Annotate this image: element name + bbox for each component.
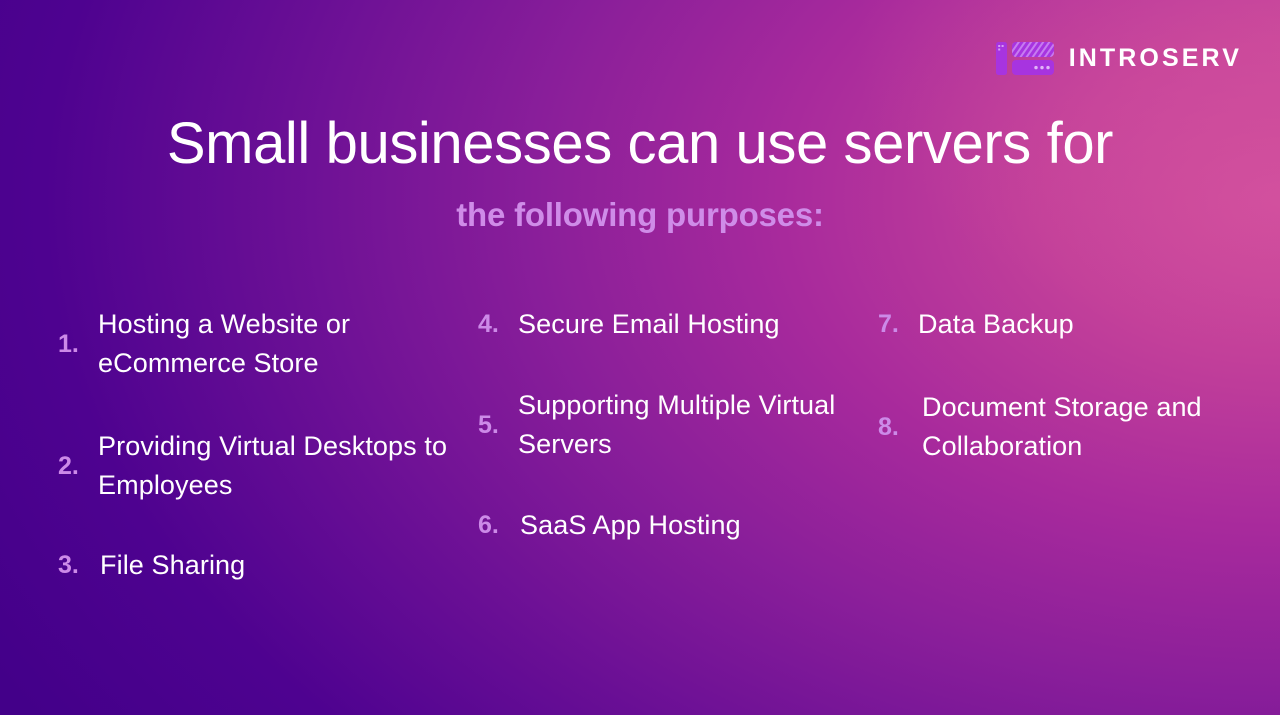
list-item: 5. Supporting Multiple Virtual Servers (478, 386, 870, 464)
list-item: 8. Document Storage and Collaboration (878, 388, 1280, 466)
list-item-number: 1. (58, 329, 79, 358)
list-item: 7. Data Backup (878, 305, 1280, 344)
logo-wordmark: INTROSERV (1068, 43, 1242, 72)
list-item-label: Data Backup (918, 309, 1074, 339)
list-column-1: 1. Hosting a Website or eCommerce Store … (0, 305, 470, 585)
list-column-3: 7. Data Backup 8. Document Storage and C… (870, 305, 1280, 466)
list-item-label: Document Storage and Collaboration (922, 392, 1202, 462)
introserv-is-monogram-icon (995, 42, 1054, 75)
list-item-label: Hosting a Website or eCommerce Store (98, 309, 351, 379)
slide-subtitle: the following purposes: (456, 196, 824, 233)
list-column-2: 4. Secure Email Hosting 5. Supporting Mu… (470, 305, 870, 546)
purposes-list: 1. Hosting a Website or eCommerce Store … (0, 305, 1280, 585)
list-item-number: 4. (478, 310, 499, 339)
introserv-logo[interactable]: INTROSERV (995, 38, 1242, 78)
list-item-label: File Sharing (100, 549, 246, 580)
list-item: 2. Providing Virtual Desktops to Employe… (58, 427, 470, 505)
list-item-number: 2. (58, 451, 79, 480)
list-item-label: Supporting Multiple Virtual Servers (518, 390, 836, 460)
list-item: 6. SaaS App Hosting (478, 506, 870, 545)
list-item-number: 7. (878, 310, 899, 339)
list-item-number: 6. (478, 511, 499, 540)
list-item-number: 5. (478, 410, 499, 439)
list-item-number: 3. (58, 550, 79, 579)
list-item-label: Secure Email Hosting (518, 309, 780, 339)
list-item: 3. File Sharing (58, 546, 470, 585)
list-item: 4. Secure Email Hosting (478, 305, 870, 344)
slide-title: Small businesses can use servers for (166, 111, 1114, 176)
list-item-label: SaaS App Hosting (520, 510, 741, 541)
list-item-label: Providing Virtual Desktops to Employees (98, 431, 448, 501)
list-item-number: 8. (878, 412, 899, 441)
list-item: 1. Hosting a Website or eCommerce Store (58, 305, 470, 383)
